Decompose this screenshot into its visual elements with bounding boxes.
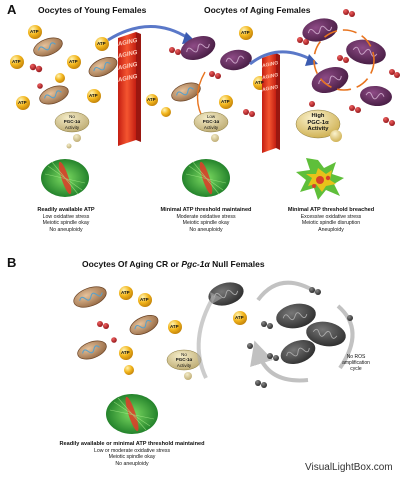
atp-label: ATP	[241, 30, 250, 35]
b-gray-ros	[247, 287, 353, 388]
atp-label: ATP	[89, 93, 98, 98]
pgc-high-sphere	[295, 109, 342, 142]
aging-mitochondria-col3	[302, 18, 392, 107]
atp-label: ATP	[12, 59, 21, 64]
young-mitochondria	[33, 37, 118, 105]
ros-cycle-col3	[297, 9, 400, 126]
pgc-none-sphere-a	[54, 111, 90, 149]
atp-label: ATP	[121, 350, 130, 355]
atp-label: ATP	[97, 41, 106, 46]
panel-b-letter: B	[7, 255, 17, 270]
atp-label: ATP	[140, 297, 149, 302]
atp-label: ATP	[121, 290, 130, 295]
caption-col1: Readily available ATP Low oxidative stre…	[37, 207, 95, 233]
atp-label: ATP	[147, 97, 156, 102]
b-pgc-none-label: No PGC-1α Activity	[175, 352, 193, 368]
aging-barrier-1-labels: AGING AGING AGING AGING	[117, 37, 139, 84]
b-atp-spheres	[119, 286, 247, 375]
b-pgc-none-sphere	[166, 349, 202, 380]
b-mitochondria	[73, 286, 159, 360]
atp-label: ATP	[255, 80, 264, 85]
pgc-high-label: High PGC-1α Activity	[307, 113, 329, 133]
spindle-disrupted	[296, 158, 344, 200]
atp-label: ATP	[221, 99, 230, 104]
caption-col3: Minimal ATP threshold breached Excessive…	[287, 207, 375, 233]
aging-barrier-2	[262, 53, 280, 153]
panel-b-title: Oocytes Of Aging CR or Pgc-1α Null Femal…	[82, 259, 265, 269]
pgc-low-sphere	[193, 111, 229, 142]
b-summary-caption: Readily available or minimal ATP thresho…	[59, 441, 205, 467]
pgc-none-label-a: No PGC-1α Activity	[63, 114, 81, 130]
atp-label: ATP	[69, 59, 78, 64]
b-faded-arrow	[196, 294, 216, 379]
b-gray-mitochondria	[208, 282, 346, 365]
aging-mitochondria-col2	[171, 35, 252, 102]
aging-barrier-1	[118, 32, 141, 146]
atp-spheres-col2	[146, 26, 267, 117]
b-ros	[97, 321, 117, 343]
spindle-normal-2	[182, 159, 230, 197]
atp-spheres-young	[10, 25, 109, 110]
pgc-low-label: Low PGC-1α Activity	[202, 114, 220, 130]
title-aging-females: Oocytes of Aging Females	[204, 5, 311, 15]
ros-young	[29, 63, 43, 89]
atp-label: ATP	[30, 29, 39, 34]
spindle-normal-1	[41, 159, 89, 197]
panel-a-letter: A	[7, 2, 17, 17]
b-spindle-normal	[106, 394, 158, 434]
atp-label: ATP	[235, 315, 244, 320]
no-ros-note: No ROS amplification cycle	[342, 354, 370, 372]
watermark: VisualLightBox.com	[305, 462, 393, 473]
aging-barrier-2-labels: AGING AGING AGING	[261, 60, 279, 94]
transition-arrow-1	[107, 25, 189, 42]
atp-label: ATP	[170, 324, 179, 329]
title-young-females: Oocytes of Young Females	[38, 5, 147, 15]
transition-arrow-2	[249, 50, 313, 66]
ros-col2	[169, 47, 255, 117]
atp-label: ATP	[18, 100, 27, 105]
caption-col2: Minimal ATP threshold maintained Moderat…	[160, 207, 252, 233]
